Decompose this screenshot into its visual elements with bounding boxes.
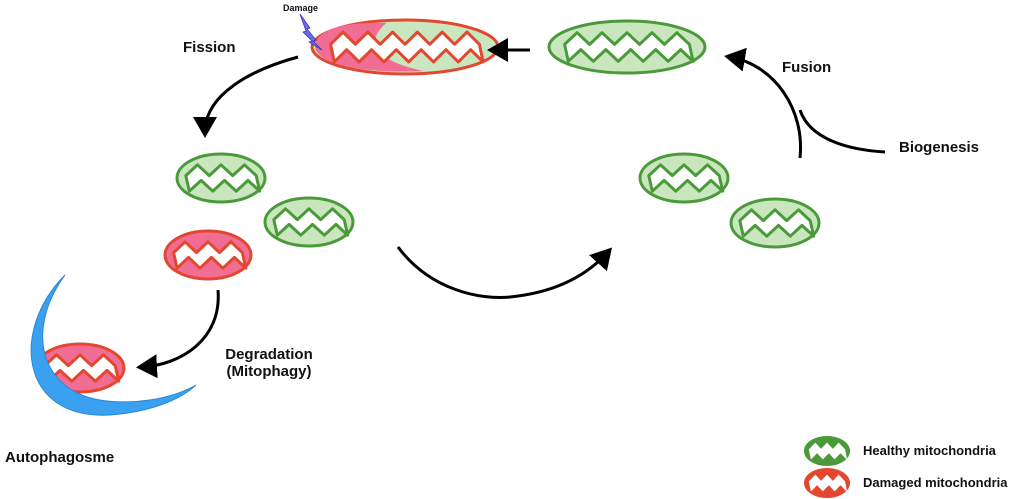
fission-arrow xyxy=(193,55,299,138)
degradation-text: Degradation xyxy=(225,346,313,363)
cristae xyxy=(272,207,350,237)
cristae xyxy=(563,31,695,63)
cristae xyxy=(647,163,725,193)
legend-healthy-icon xyxy=(804,436,850,466)
cristae xyxy=(738,208,816,238)
partially-damaged-mitochondrion xyxy=(310,18,500,76)
biogenesis-arrow xyxy=(798,109,886,154)
legend-damaged-label: Damaged mitochondria xyxy=(863,475,1008,490)
cristae xyxy=(329,30,485,64)
cristae xyxy=(184,163,262,193)
degradation-label: Degradation (Mitophagy) xyxy=(214,346,324,380)
autophagosome-label: Autophagosme xyxy=(5,449,115,466)
fusion-arrow xyxy=(724,47,803,159)
fusion-label: Fusion xyxy=(782,59,832,76)
cristae xyxy=(808,442,847,460)
damage-lightning-icon xyxy=(299,13,323,51)
damaged-mitochondrion xyxy=(163,229,253,281)
healthy-mitochondrion-fission-1 xyxy=(175,152,267,204)
fused-healthy-mitochondrion xyxy=(547,19,707,75)
recovery-arrow xyxy=(396,246,613,299)
cristae xyxy=(172,240,248,270)
cristae xyxy=(808,474,847,492)
autophagosome-membrane xyxy=(30,274,197,416)
fission-label: Fission xyxy=(183,39,236,56)
healthy-mitochondrion-right-2 xyxy=(729,197,821,249)
healthy-mitochondrion-right-1 xyxy=(638,152,730,204)
legend-healthy-label: Healthy mitochondria xyxy=(863,443,996,458)
cristae xyxy=(43,353,121,383)
legend-damaged-icon xyxy=(804,468,850,498)
healthy-mitochondrion-fission-2 xyxy=(263,196,355,248)
degradation-arrow xyxy=(136,289,220,379)
damage-label: Damage xyxy=(283,3,319,13)
mitophagy-text: (Mitophagy) xyxy=(226,363,312,380)
biogenesis-label: Biogenesis xyxy=(899,139,980,156)
